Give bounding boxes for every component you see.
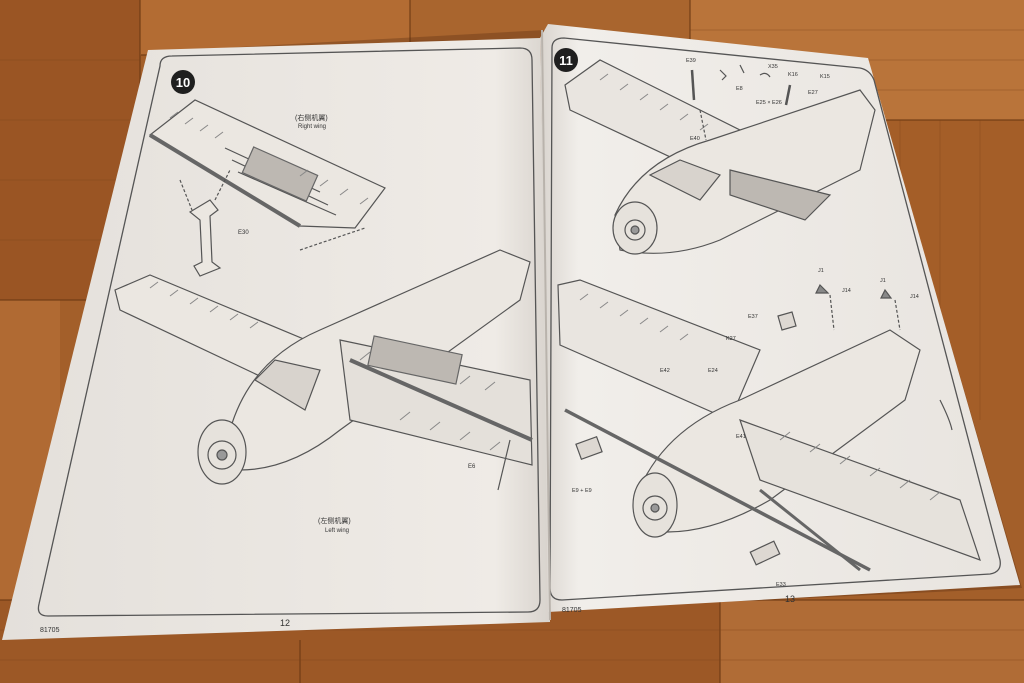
left-page-number: 12	[280, 618, 290, 628]
aircraft-drawing-left	[114, 227, 533, 491]
lower-callouts: J1 J14 J1 J14 E37 K27 E42 E24 E41 E9 + E…	[572, 268, 919, 588]
aircraft-drawing-lower	[557, 279, 981, 572]
callout-e42: E42	[660, 368, 670, 374]
callout-e39: E39	[686, 58, 696, 64]
callout-k16: K16	[788, 72, 798, 78]
callout-e24: E24	[708, 368, 718, 374]
callout-e33: E33	[776, 582, 786, 588]
callout-j14-a: J14	[842, 288, 851, 294]
left-page: 10 (右侧机翼) Right wing E30	[2, 38, 550, 640]
right-wing-label-en: Right wing	[298, 124, 326, 130]
part-e30-label: E30	[238, 230, 249, 236]
callout-k15: K15	[820, 74, 830, 80]
right-page: 11 E39 X35 K16 K15 E27	[540, 24, 1020, 614]
callout-e25-e26: E25 × E26	[756, 100, 782, 106]
callout-e37: E37	[748, 314, 758, 320]
callout-j1-a: J1	[818, 268, 824, 274]
callout-e9-e9: E9 + E9	[572, 488, 592, 494]
step-10-number: 10	[176, 75, 190, 90]
right-page-number: 13	[785, 594, 795, 604]
strut-part	[179, 169, 231, 277]
step-11-badge: 11	[554, 48, 578, 72]
right-wing-label-cn: (右侧机翼)	[295, 113, 328, 122]
callout-e8: E8	[736, 86, 743, 92]
callout-e41: E41	[736, 434, 746, 440]
left-wing-label-cn: (左侧机翼)	[318, 516, 351, 525]
callout-e40: E40	[690, 136, 700, 142]
left-wing-label-en: Left wing	[325, 528, 349, 534]
aircraft-drawing-upper	[564, 59, 876, 255]
callout-j1-b: J1	[880, 278, 886, 284]
upper-callouts: E39 X35 K16 K15 E27 E25 × E26 E40 E8	[686, 58, 830, 142]
callout-k27: K27	[726, 336, 736, 342]
step-10-badge: 10	[171, 70, 195, 94]
left-kit-code: 81705	[40, 627, 60, 634]
callout-e27: E27	[808, 90, 818, 96]
booklet-spine	[541, 29, 551, 621]
part-e6-label: E6	[468, 464, 476, 470]
step-11-number: 11	[559, 53, 573, 68]
right-kit-code: 81705	[562, 607, 582, 614]
callout-j14-b: J14	[910, 294, 919, 300]
callout-x35: X35	[768, 64, 778, 70]
